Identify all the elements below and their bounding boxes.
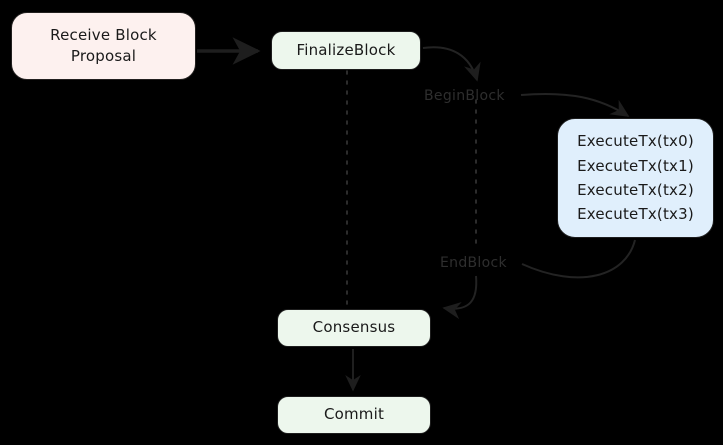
node-commit[interactable]: Commit <box>277 396 431 434</box>
edge-executetx-to-endblock <box>521 239 636 279</box>
node-consensus-label: Consensus <box>312 318 396 337</box>
edge-finalize-to-beginblock <box>422 46 481 82</box>
edge-label-begin-block: BeginBlock <box>424 88 505 104</box>
node-commit-label: Commit <box>323 405 385 424</box>
node-execute-tx[interactable]: ExecuteTx(tx0) ExecuteTx(tx1) ExecuteTx(… <box>557 118 714 238</box>
edge-endblock-to-consensus <box>442 275 478 320</box>
node-receive-block-proposal[interactable]: Receive Block Proposal <box>11 12 196 80</box>
node-finalize-block-label: FinalizeBlock <box>296 40 396 59</box>
node-consensus[interactable]: Consensus <box>277 309 431 347</box>
edge-beginblock-to-executetx <box>520 92 630 117</box>
node-execute-tx-label: ExecuteTx(tx0) ExecuteTx(tx1) ExecuteTx(… <box>577 132 694 224</box>
edge-label-end-block: EndBlock <box>440 255 507 271</box>
node-receive-block-proposal-label: Receive Block Proposal <box>50 25 157 65</box>
node-finalize-block[interactable]: FinalizeBlock <box>271 31 421 70</box>
